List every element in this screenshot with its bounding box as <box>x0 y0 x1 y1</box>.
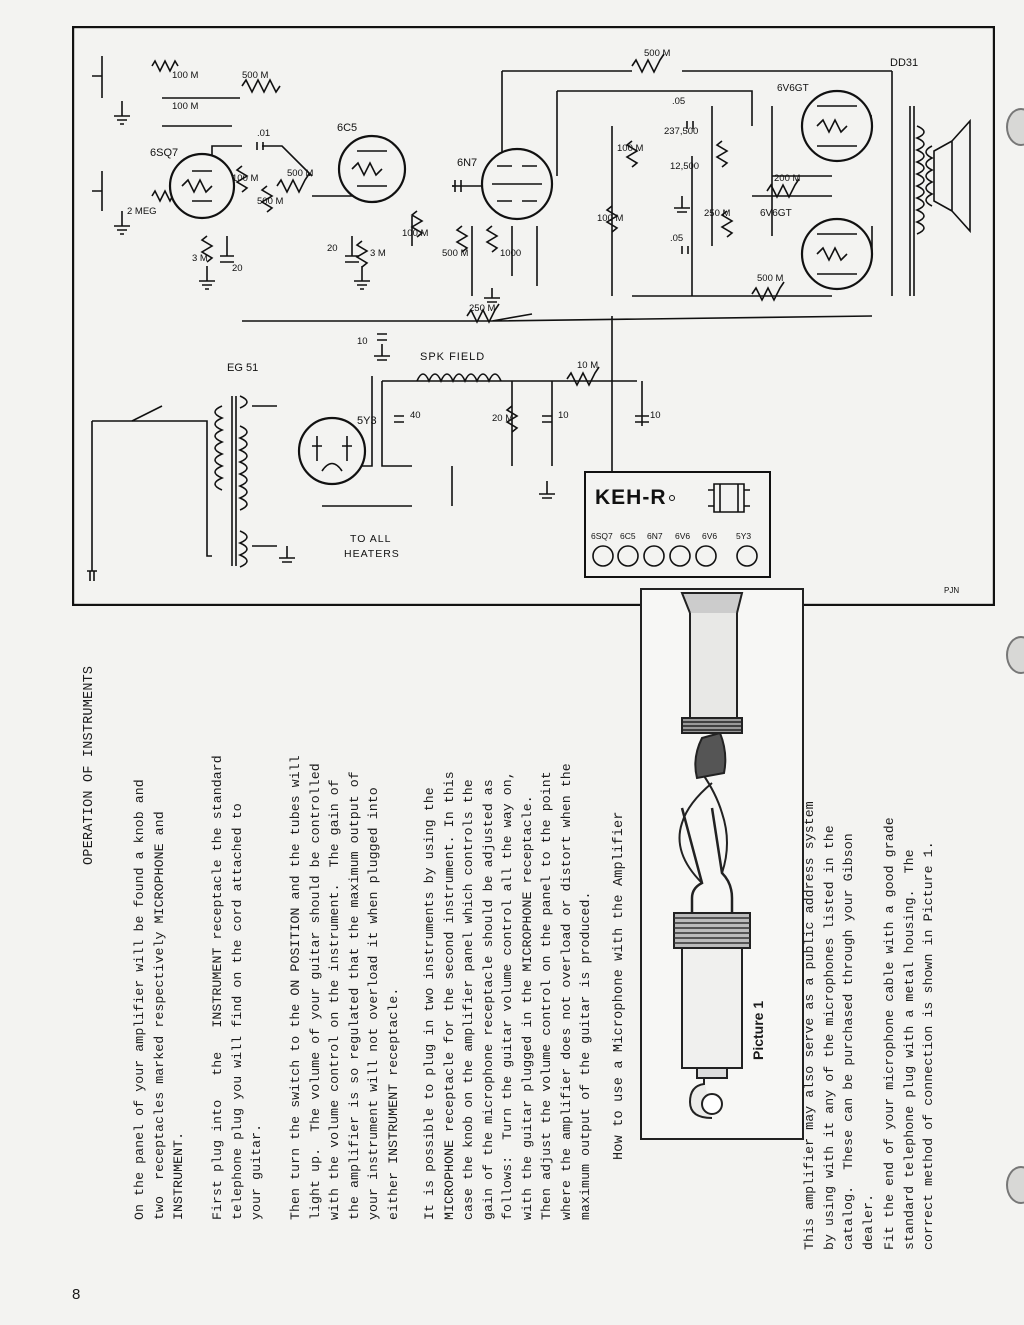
tube-6v6gt-bottom: 6V6GT <box>760 208 792 219</box>
label-r12: 1000 <box>500 248 521 259</box>
label-r14: 500 M <box>644 48 670 59</box>
label-r15: 237,500 <box>664 126 698 137</box>
label-r4: 2 MEG <box>127 206 157 217</box>
label-r13: 250 M <box>469 303 495 314</box>
socket-label-3: 6N7 <box>647 531 663 541</box>
label-r22: 20 M <box>492 413 513 424</box>
label-r11: 500 M <box>442 248 468 259</box>
label-heaters-2: HEATERS <box>344 548 400 560</box>
paragraph-panel: On the panel of your amplifier will be f… <box>132 779 186 1220</box>
label-c20b: 20 <box>327 243 338 254</box>
label-heaters-1: TO ALL <box>350 533 391 545</box>
label-r23: 10 M <box>577 360 598 371</box>
label-r8: 3 M <box>192 253 208 264</box>
label-c10a: 10 <box>357 336 368 347</box>
label-c01: .01 <box>257 128 270 139</box>
label-c10c: 10 <box>650 410 661 421</box>
paragraph-cable: Fit the end of your microphone cable wit… <box>882 817 936 1250</box>
paragraph-plug-in: First plug into the INSTRUMENT receptacl… <box>210 755 264 1220</box>
label-r6: 500 M <box>257 196 283 207</box>
tube-6sq7: 6SQ7 <box>150 147 178 159</box>
paragraph-switch-on: Then turn the switch to the ON POSITION … <box>288 755 401 1220</box>
label-c10b: 10 <box>558 410 569 421</box>
socket-label-1: 6SQ7 <box>591 531 613 541</box>
tube-5y3: 5Y3 <box>357 415 377 427</box>
label-r3: 100 M <box>172 101 198 112</box>
picture-1-caption: Picture 1 <box>750 1000 766 1060</box>
label-r19: 250 M <box>704 208 730 219</box>
page-number: 8 <box>72 1286 81 1303</box>
tube-6v6gt-top: 6V6GT <box>777 83 809 94</box>
transformer-eg51: EG 51 <box>227 362 258 374</box>
socket-label-2: 6C5 <box>620 531 636 541</box>
microphone-plug-illustration <box>673 592 751 1119</box>
label-c05a: .05 <box>672 96 685 107</box>
tube-6n7: 6N7 <box>457 157 477 169</box>
label-c05b: .05 <box>670 233 683 244</box>
label-c40: 40 <box>410 410 421 421</box>
label-r21: 500 M <box>757 273 783 284</box>
picture-1-frame <box>640 588 804 1140</box>
tube-layout-chart: KEH-R 6SQ7 6C5 6N7 6V6 6V6 5Y3 <box>584 471 771 578</box>
label-r2: 500 M <box>242 70 268 81</box>
label-r9: 3 M <box>370 248 386 259</box>
label-c20a: 20 <box>232 263 243 274</box>
label-r5: 100 M <box>232 173 258 184</box>
paragraph-two-instruments: It is possible to plug in two instrument… <box>422 763 593 1220</box>
paragraph-public-address: This amplifier may also serve as a publi… <box>802 801 876 1250</box>
label-r18: 100 M <box>597 213 623 224</box>
amplifier-schematic: 100 M 500 M 100 M 6SQ7 2 MEG .01 100 M 5… <box>72 26 995 606</box>
microphone-heading: How to use a Microphone with the Amplifi… <box>612 811 627 1160</box>
label-r7: 500 M <box>287 168 313 179</box>
layout-brand: KEH-R <box>595 486 667 509</box>
socket-label-5: 6V6 <box>702 531 717 541</box>
drafter-signature: PJN <box>944 586 959 595</box>
label-r20: 200 M <box>774 173 800 184</box>
label-r10: 100 M <box>402 228 428 239</box>
label-spk-field: SPK FIELD <box>420 351 485 363</box>
socket-label-6: 5Y3 <box>736 531 751 541</box>
section-heading: OPERATION OF INSTRUMENTS <box>82 665 97 865</box>
label-r1: 100 M <box>172 70 198 81</box>
socket-label-4: 6V6 <box>675 531 690 541</box>
label-r17: 100 M <box>617 143 643 154</box>
tube-6c5: 6C5 <box>337 122 357 134</box>
label-r16: 12,500 <box>670 161 699 172</box>
transformer-dd31: DD31 <box>890 57 918 69</box>
